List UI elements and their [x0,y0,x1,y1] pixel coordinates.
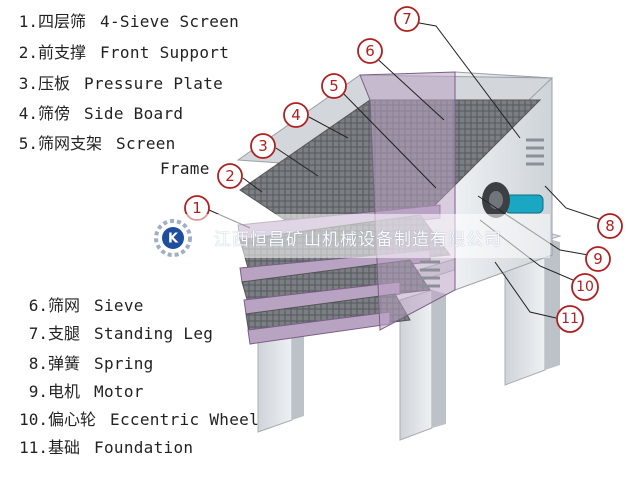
callout-2: 2 [217,163,243,189]
svg-text:3: 3 [258,137,268,155]
callout-5: 5 [321,73,347,99]
callout-8: 8 [597,213,623,239]
svg-text:4: 4 [291,106,301,124]
svg-text:K: K [168,232,179,247]
svg-text:11: 11 [561,311,579,327]
motor [482,182,544,218]
svg-text:7: 7 [402,10,412,28]
callout-11: 11 [556,305,584,333]
legend-item-5-cont: Frame [160,159,210,178]
svg-text:8: 8 [605,217,615,235]
callout-7: 7 [394,6,420,32]
callout-10: 10 [571,273,599,301]
watermark-band [150,214,550,258]
svg-text:6: 6 [365,42,375,60]
svg-text:5: 5 [329,77,339,95]
svg-text:10: 10 [576,279,594,295]
svg-text:9: 9 [593,250,603,268]
svg-text:1: 1 [192,199,202,217]
callout-4: 4 [283,102,309,128]
company-logo-icon: K [154,219,192,257]
callout-3: 3 [250,133,276,159]
watermark-text: 江西恒昌矿山机械设备制造有限公司 [214,230,502,250]
svg-text:2: 2 [225,167,235,185]
callout-6: 6 [357,38,383,64]
callout-9: 9 [585,246,611,272]
spring [420,138,544,288]
